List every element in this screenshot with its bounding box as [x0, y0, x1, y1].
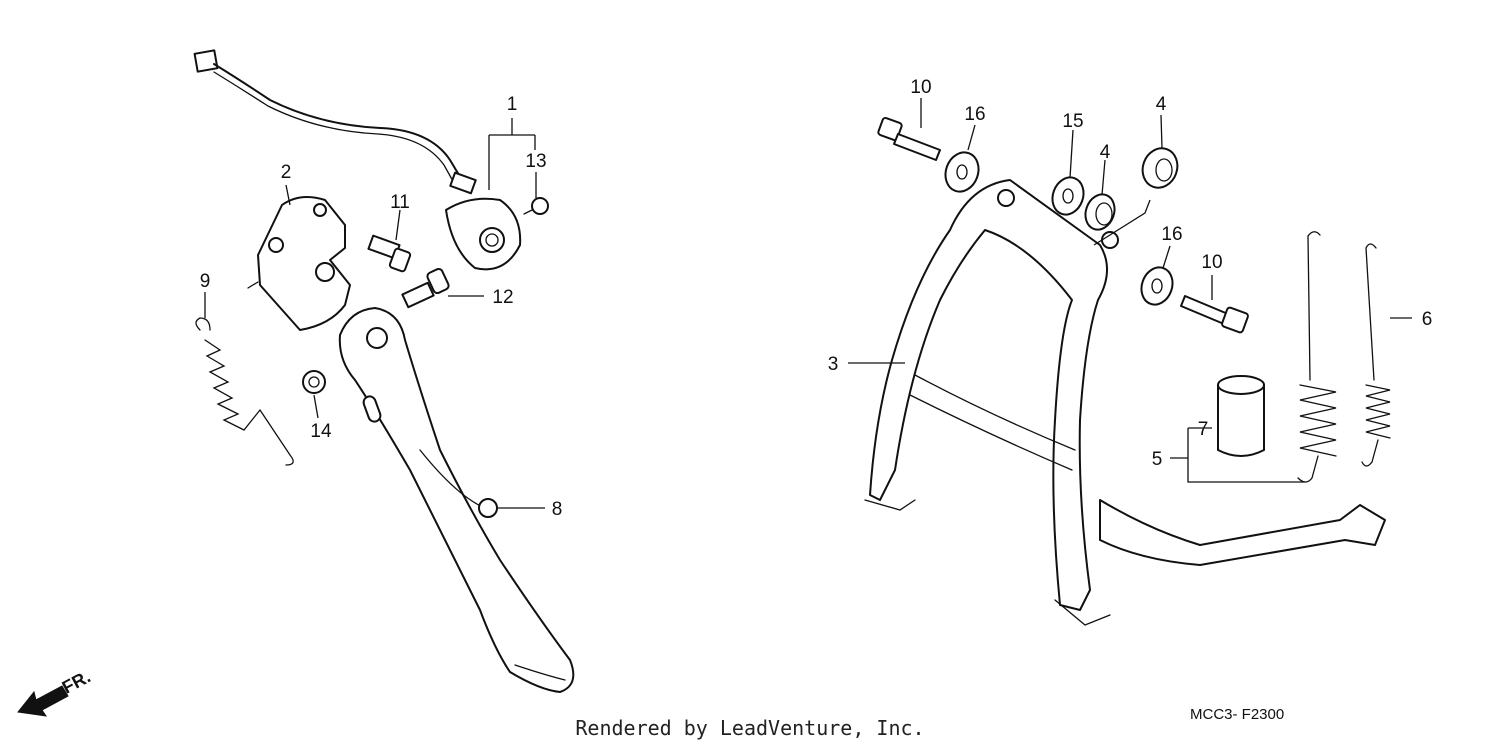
callout-15: 15 — [1062, 111, 1083, 132]
collar-4-middle-drawing — [1084, 193, 1116, 231]
callout-4-middle: 4 — [1100, 142, 1111, 163]
side-stand-drawing — [338, 307, 575, 693]
callout-3: 3 — [828, 354, 839, 375]
side-stand-spring-drawing — [195, 317, 294, 466]
bolt-12-drawing — [401, 267, 450, 309]
callout-10-upper: 10 — [910, 77, 931, 98]
nut-14-drawing — [302, 370, 326, 394]
screw-13-drawing — [523, 197, 549, 215]
callout-6: 6 — [1422, 309, 1433, 330]
washer-16-lower-drawing — [1140, 266, 1174, 306]
spring-5-drawing — [1297, 231, 1337, 483]
stand-bracket-drawing — [247, 195, 351, 331]
bolt-10-upper-drawing — [877, 116, 941, 161]
main-stand-drawing — [864, 179, 1386, 626]
callout-13: 13 — [525, 151, 546, 172]
bolt-10-lower-drawing — [1180, 295, 1249, 334]
front-direction-arrow-icon — [17, 685, 69, 717]
callout-7: 7 — [1198, 419, 1209, 440]
callout-11: 11 — [390, 192, 410, 213]
diagram-code: MCC3- F2300 — [1190, 706, 1285, 723]
callout-1: 1 — [507, 94, 518, 115]
washer-16-upper-drawing — [944, 151, 980, 193]
callout-16-lower: 16 — [1161, 224, 1182, 245]
collar-4-upper-drawing — [1141, 147, 1179, 189]
callout-9: 9 — [200, 271, 211, 292]
callout-16-upper: 16 — [964, 104, 985, 125]
washer-15-drawing — [1051, 176, 1085, 216]
callout-14: 14 — [310, 421, 332, 442]
callout-8: 8 — [552, 499, 563, 520]
callout-12: 12 — [492, 287, 513, 308]
callout-4-upper: 4 — [1156, 94, 1167, 115]
callout-10-lower: 10 — [1201, 252, 1222, 273]
leader-lines — [204, 98, 1412, 509]
callout-2: 2 — [281, 162, 292, 183]
spring-6-drawing — [1361, 243, 1391, 467]
sleeve-7-drawing — [1217, 375, 1265, 457]
side-stand-switch-drawing — [193, 49, 522, 271]
bolt-11-drawing — [367, 234, 412, 273]
render-credit: Rendered by LeadVenture, Inc. — [575, 716, 925, 740]
callout-5: 5 — [1152, 449, 1163, 470]
callout-labels: 1 2 3 4 4 5 6 7 8 9 10 10 11 12 13 14 15… — [200, 77, 1433, 520]
